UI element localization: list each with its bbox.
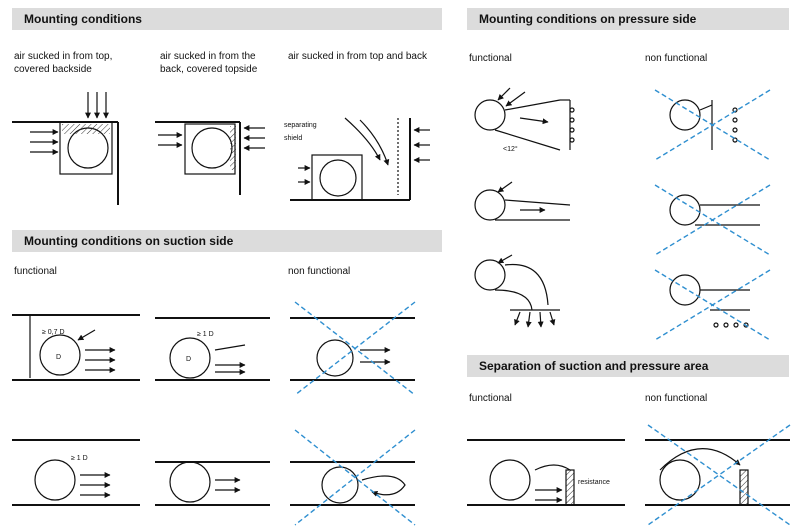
pressure-nonfunctional-label: non functional — [645, 53, 708, 64]
nonfunctional-crosses — [294, 89, 791, 526]
mounting-diagram-top — [12, 92, 119, 205]
pressure-functional-diagrams — [474, 87, 575, 328]
pressure-nonfunctional-diagrams — [669, 99, 760, 328]
separation-functional-diagram — [467, 439, 625, 506]
case-label-line: covered backside — [14, 64, 92, 75]
angle-label: <12° — [503, 146, 518, 153]
case-label-top: air sucked in from top, covered backside — [14, 50, 112, 76]
mounting-diagram-topback — [290, 117, 430, 201]
suction-functional-label: functional — [14, 266, 57, 277]
suction-functional-diagrams — [12, 314, 270, 506]
dimension-1d-label: ≥ 1 D — [197, 331, 214, 338]
suction-nonfunctional-label: non functional — [288, 266, 351, 277]
annotation-line: shield — [284, 135, 303, 142]
section-header-pressure: Mounting conditions on pressure side — [467, 8, 789, 30]
separation-nonfunctional-label: non functional — [645, 393, 708, 404]
mounting-diagram-back — [155, 121, 265, 195]
case-label-line: air sucked in from top, — [14, 51, 113, 62]
annotation-line: separating — [284, 122, 317, 129]
pressure-functional-label: functional — [469, 53, 512, 64]
fan-diameter-label: D — [56, 354, 62, 361]
section-title: Mounting conditions on suction side — [24, 234, 234, 248]
case-label-line: air sucked in from the — [160, 51, 256, 62]
separation-functional-label: functional — [469, 393, 512, 404]
section-title: Mounting conditions on pressure side — [479, 12, 697, 26]
dimension-07d-label: ≥ 0,7 D — [42, 329, 65, 336]
separating-shield-label: separating shield — [284, 119, 317, 145]
section-header-separation: Separation of suction and pressure area — [467, 355, 789, 377]
section-header-mounting: Mounting conditions — [12, 8, 442, 30]
section-title: Mounting conditions — [24, 12, 142, 26]
fan-diameter-label: D — [186, 356, 192, 363]
dimension-1d-label: ≥ 1 D — [71, 455, 88, 462]
case-label-line: back, covered topside — [160, 64, 258, 75]
case-label-back: air sucked in from the back, covered top… — [160, 50, 257, 76]
section-title: Separation of suction and pressure area — [479, 359, 709, 373]
section-header-suction: Mounting conditions on suction side — [12, 230, 442, 252]
separation-nonfunctional-diagram — [645, 439, 790, 506]
case-label-topback: air sucked in from top and back — [288, 51, 427, 62]
resistance-label: resistance — [578, 479, 610, 486]
